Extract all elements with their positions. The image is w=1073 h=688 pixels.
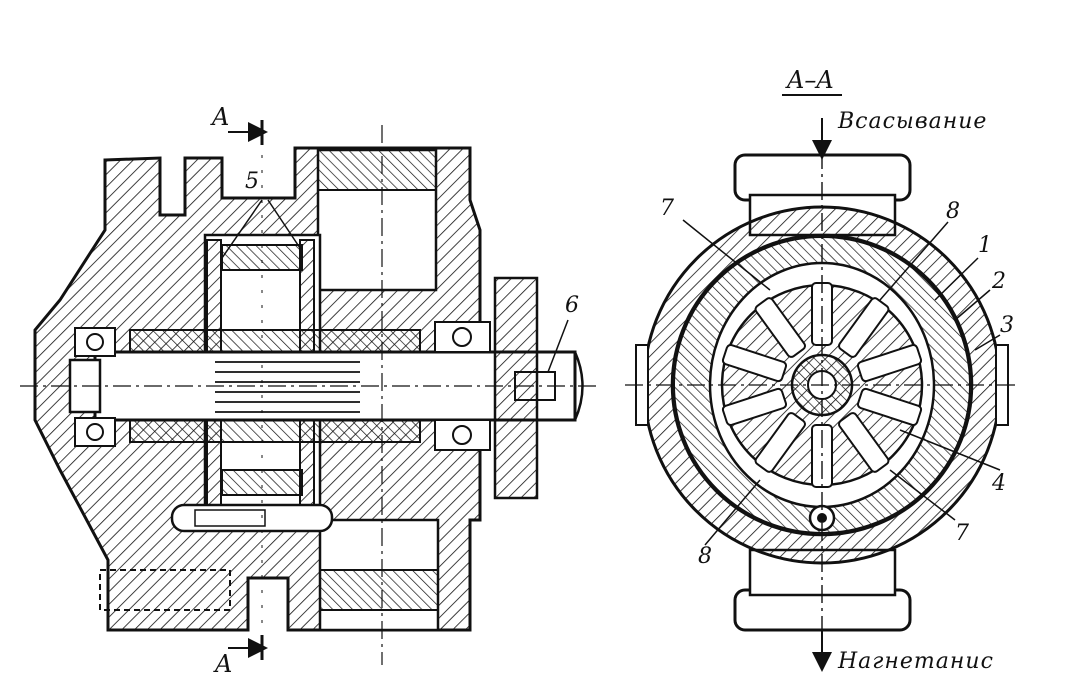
distribution-disc-upper (221, 244, 303, 271)
distribution-disc-lower (221, 469, 303, 496)
section-mark-bottom: A (213, 650, 232, 678)
callout-5: 5 (245, 169, 259, 194)
callout-1: 1 (978, 233, 992, 258)
callout-3: 3 (1000, 313, 1014, 338)
discharge-label: Нагнетанис (837, 649, 994, 674)
callout-7-top: 7 (660, 196, 674, 221)
section-mark-top: A (210, 103, 229, 131)
callout-7-bottom: 7 (955, 521, 969, 546)
callout-8-bottom: 8 (698, 544, 712, 569)
callout-8-top: 8 (946, 199, 960, 224)
suction-label: Всасывание (837, 109, 987, 134)
left-bearing (74, 327, 116, 357)
right-cover (493, 276, 539, 500)
shaft-splines (215, 361, 360, 413)
cross-section-a-a (625, 118, 1020, 672)
callout-6: 6 (565, 293, 579, 318)
callout-2: 2 (991, 269, 1006, 294)
section-title: A–A (785, 66, 834, 94)
rotor-vanes (721, 282, 923, 488)
callout-4: 4 (991, 471, 1006, 496)
callout-leaders (682, 219, 1001, 546)
longitudinal-section (20, 120, 600, 665)
right-bearing (434, 321, 491, 353)
housing-bolt (99, 569, 231, 611)
